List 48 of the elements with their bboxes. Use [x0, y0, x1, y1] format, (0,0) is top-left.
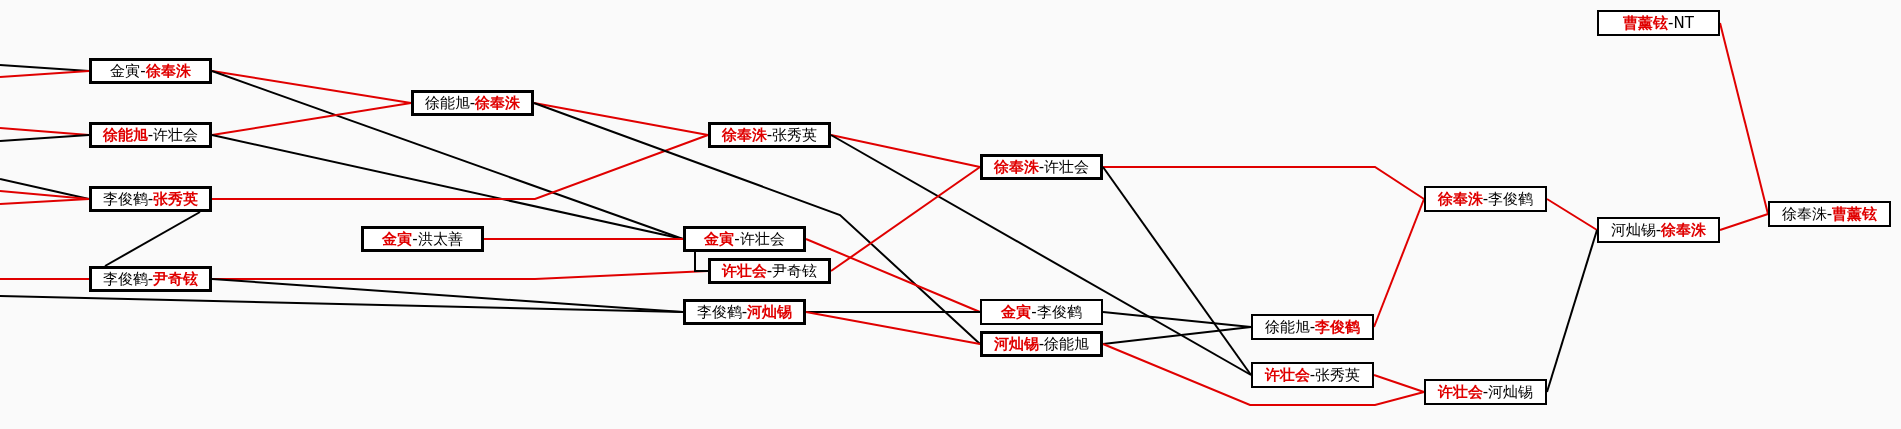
match-box: 许壮会-张秀英: [1251, 362, 1374, 388]
match-box: 徐能旭-徐奉洙: [411, 90, 534, 116]
connector-line: [830, 134, 981, 168]
match-box: 河灿锡-徐奉洙: [1597, 217, 1720, 243]
connector-line: [1102, 166, 1252, 376]
match-box: 许壮会-河灿锡: [1424, 379, 1547, 405]
connector-line: [0, 278, 90, 280]
connector-line: [1719, 213, 1769, 231]
match-box: 徐能旭-李俊鹤: [1251, 314, 1374, 340]
connector-line: [1373, 374, 1425, 393]
connector-line: [0, 198, 90, 205]
match-box: 徐能旭-许壮会: [89, 122, 212, 148]
match-box: 金寅-李俊鹤: [980, 299, 1103, 325]
connector-line: [211, 278, 684, 313]
match-box: 李俊鹤-尹奇铉: [89, 266, 212, 292]
match-box: 金寅-洪太善: [361, 226, 484, 252]
match-box: 河灿锡-徐能旭: [980, 331, 1103, 357]
match-box: 金寅-许壮会: [683, 226, 806, 252]
connector-line: [533, 102, 709, 136]
connector-line: [1102, 343, 1425, 406]
connector-line: [1102, 166, 1425, 200]
connector-line: [1102, 326, 1252, 345]
connector-line: [1373, 198, 1425, 328]
match-box: 金寅-徐奉洙: [89, 58, 212, 84]
connector-line: [211, 134, 709, 200]
match-box: 徐奉洙-曹薰铉: [1768, 201, 1891, 227]
connector-line: [483, 238, 684, 240]
connector-line: [211, 134, 684, 240]
match-box: 徐奉洙-张秀英: [708, 122, 831, 148]
match-box: 徐奉洙-李俊鹤: [1424, 186, 1547, 212]
connector-line: [533, 102, 981, 345]
connector-line: [0, 178, 90, 200]
connector-line: [805, 238, 981, 313]
connector-line: [805, 311, 981, 345]
connector-line: [104, 211, 201, 267]
match-box: 曹薰铉-NT: [1597, 10, 1720, 36]
match-box: 徐奉洙-许壮会: [980, 154, 1103, 180]
match-box: 李俊鹤-张秀英: [89, 186, 212, 212]
connector-line: [0, 70, 90, 78]
connector-line: [211, 70, 684, 240]
connector-line: [830, 166, 981, 272]
connector-line: [1546, 198, 1598, 231]
connector-line: [0, 134, 90, 142]
connector-line: [694, 251, 709, 272]
match-box: 许壮会-尹奇铉: [708, 258, 831, 284]
match-box: 李俊鹤-河灿锡: [683, 299, 806, 325]
connector-line: [830, 134, 1252, 376]
connector-line: [211, 102, 412, 136]
